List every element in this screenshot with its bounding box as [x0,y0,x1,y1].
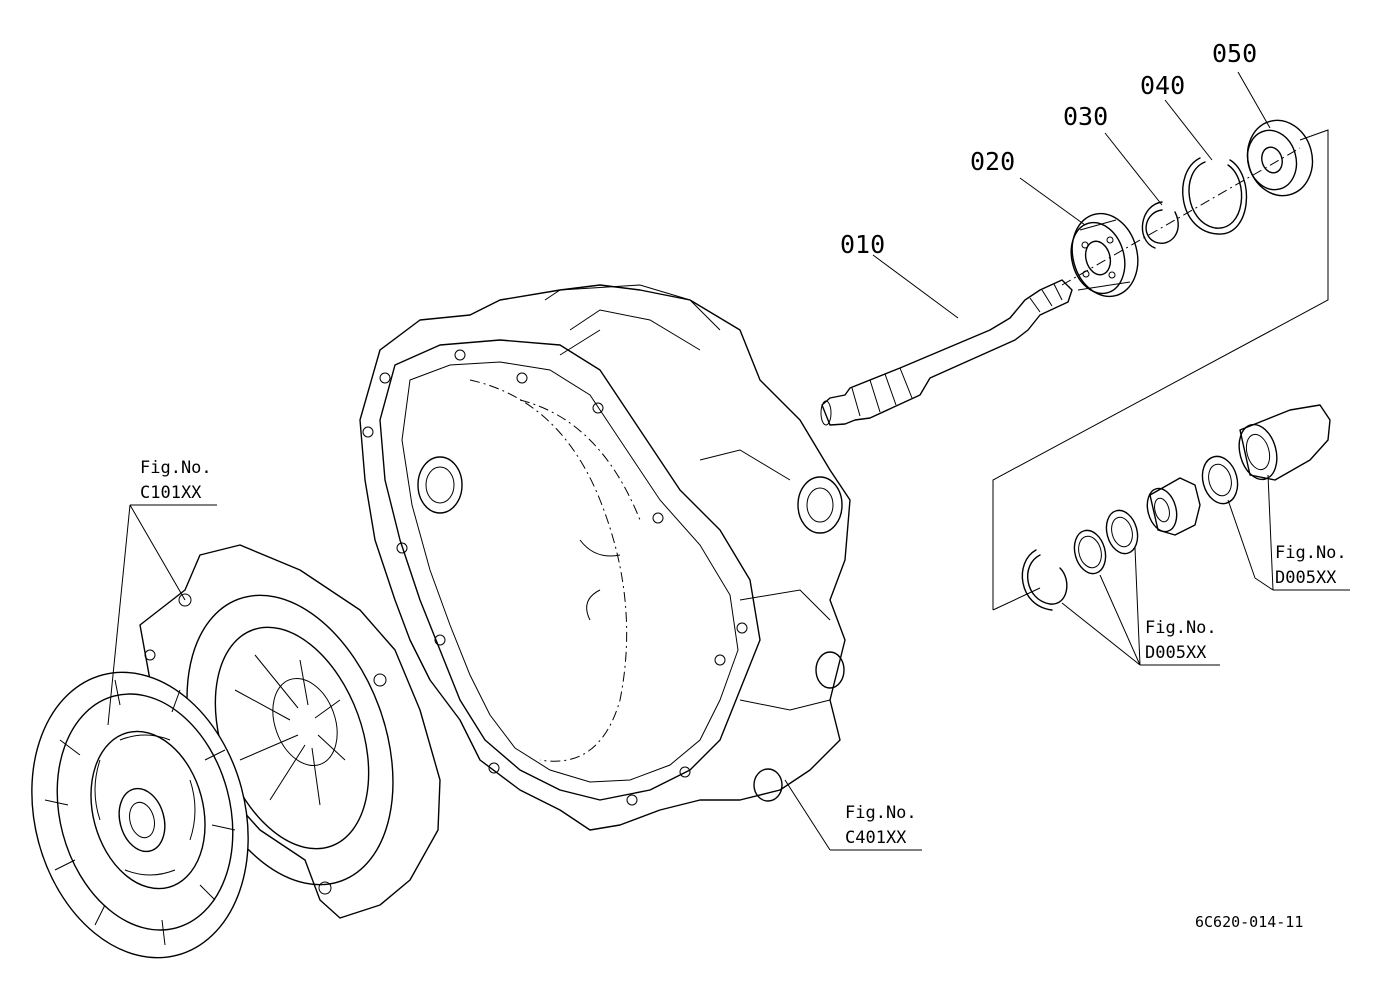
ref-clutch-code: C101XX [140,483,202,503]
ref-kit-upper-prefix: Fig.No. [1275,543,1347,563]
circlip-040 [1182,157,1248,235]
ref-kit-lower[interactable]: Fig.No. D005XX [1145,618,1217,663]
label-part-020: 020 [970,147,1015,176]
ref-kit-upper-code: D005XX [1275,568,1337,588]
ref-clutch-prefix: Fig.No. [140,458,212,478]
leader-lines [107,71,1350,851]
snap-ring-030 [1141,201,1179,249]
figure-references: Fig.No. C101XX Fig.No. C401XX Fig.No. D0… [140,458,1347,848]
oil-seal-050 [1246,119,1314,197]
clutch-assembly [31,544,441,959]
sub-kit [992,129,1331,611]
assembly-axis [1061,147,1301,286]
clutch-housing [359,284,851,831]
drawing-id: 6C620-014-11 [1195,913,1303,931]
bearing-020 [1070,212,1139,298]
part-labels: 010 020 030 040 050 [840,39,1257,259]
ref-kit-lower-code: D005XX [1145,643,1207,663]
ref-housing-prefix: Fig.No. [845,803,917,823]
shaft-010 [820,279,1073,426]
ref-clutch[interactable]: Fig.No. C101XX [140,458,212,503]
ref-kit-upper[interactable]: Fig.No. D005XX [1275,543,1347,588]
ref-housing-code: C401XX [845,828,907,848]
label-part-050: 050 [1212,39,1257,68]
ref-kit-lower-prefix: Fig.No. [1145,618,1217,638]
label-part-040: 040 [1140,71,1185,100]
label-part-010: 010 [840,230,885,259]
clutch-disc [31,671,249,959]
label-part-030: 030 [1063,102,1108,131]
ref-housing[interactable]: Fig.No. C401XX [845,803,917,848]
